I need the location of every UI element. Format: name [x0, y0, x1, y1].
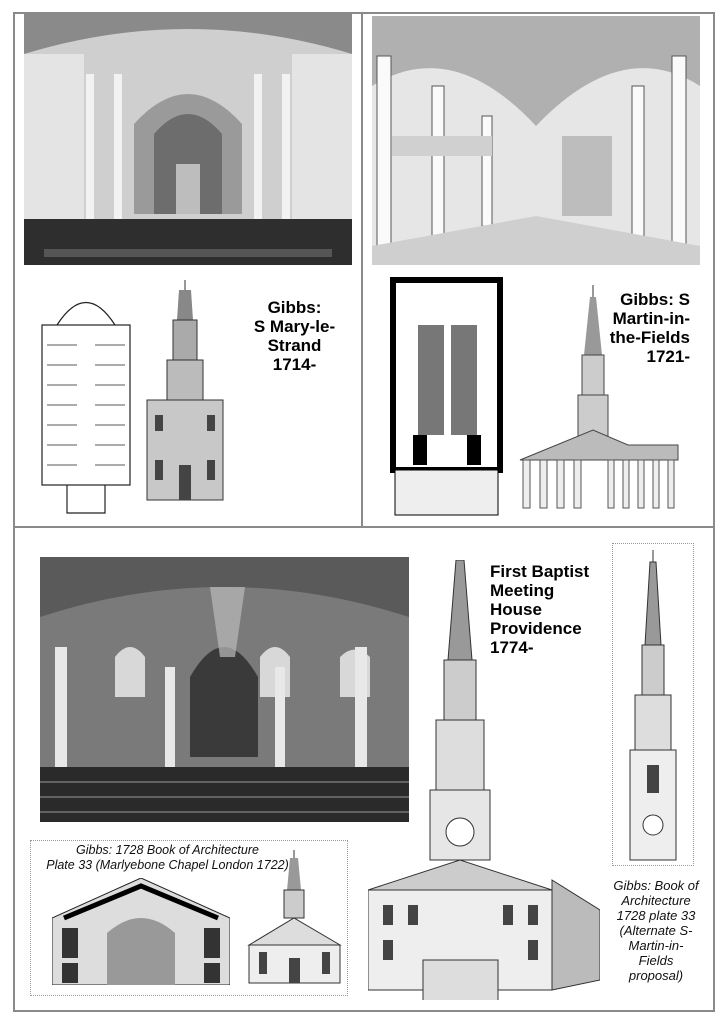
marylebone-chapel-box: [30, 840, 348, 996]
martin-in-the-fields-title: Gibbs: S Martin-in- the-Fields 1721-: [590, 290, 690, 366]
first-baptist-title: First Baptist Meeting House Providence 1…: [490, 562, 610, 657]
title-line: House: [490, 600, 542, 619]
caption-line: Fields: [638, 953, 674, 968]
mary-le-strand-elevation: [145, 280, 225, 502]
title-line: First Baptist: [490, 562, 590, 581]
title-line: 1721-: [646, 347, 690, 366]
alternate-steeple-drawing: [625, 550, 681, 862]
alternate-caption: Gibbs: Book of Architecture 1728 plate 3…: [608, 878, 704, 983]
marylebone-caption: Gibbs: 1728 Book of Architecture Plate 3…: [40, 843, 295, 873]
title-line: 1774-: [490, 638, 534, 657]
outer-frame: [13, 12, 715, 1012]
caption-line: proposal): [628, 968, 684, 983]
divider-vertical: [361, 12, 363, 528]
title-line: 1714-: [272, 355, 317, 374]
title-line: S Mary-le-Strand: [253, 317, 336, 355]
caption-line: Gibbs: 1728 Book of Architecture: [76, 843, 259, 857]
alternate-steeple-box: [612, 543, 694, 866]
caption-line: Plate 33 (Marlyebone Chapel London 1722): [46, 858, 289, 872]
caption-line: (Alternate S-: [619, 923, 693, 938]
title-line: Martin-in-: [612, 309, 690, 328]
first-baptist-meeting-house-drawing: [368, 560, 600, 1000]
title-line: Gibbs:: [267, 298, 322, 317]
caption-line: Martin-in-: [628, 938, 684, 953]
caption-line: Architecture: [621, 893, 691, 908]
title-line: Gibbs: S: [620, 290, 690, 309]
marylebone-elevation-drawing: [247, 850, 342, 985]
mary-le-strand-floor-plan: [37, 285, 135, 518]
title-line: the-Fields: [609, 328, 690, 347]
martin-in-the-fields-floor-plan: [383, 275, 510, 518]
martin-in-the-fields-interior-engraving: [372, 16, 700, 265]
caption-line: Gibbs: Book of: [613, 878, 699, 893]
title-line: Providence: [490, 619, 582, 638]
mary-le-strand-title: Gibbs: S Mary-le-Strand 1714-: [232, 298, 357, 374]
mary-le-strand-interior-photo: [24, 14, 352, 265]
first-baptist-interior-photo: [40, 557, 409, 822]
divider-horizontal: [13, 526, 715, 528]
caption-line: 1728 plate 33: [616, 908, 696, 923]
title-line: Meeting: [490, 581, 555, 600]
marylebone-section-drawing: [52, 878, 230, 985]
martin-in-the-fields-elevation: [518, 285, 680, 511]
